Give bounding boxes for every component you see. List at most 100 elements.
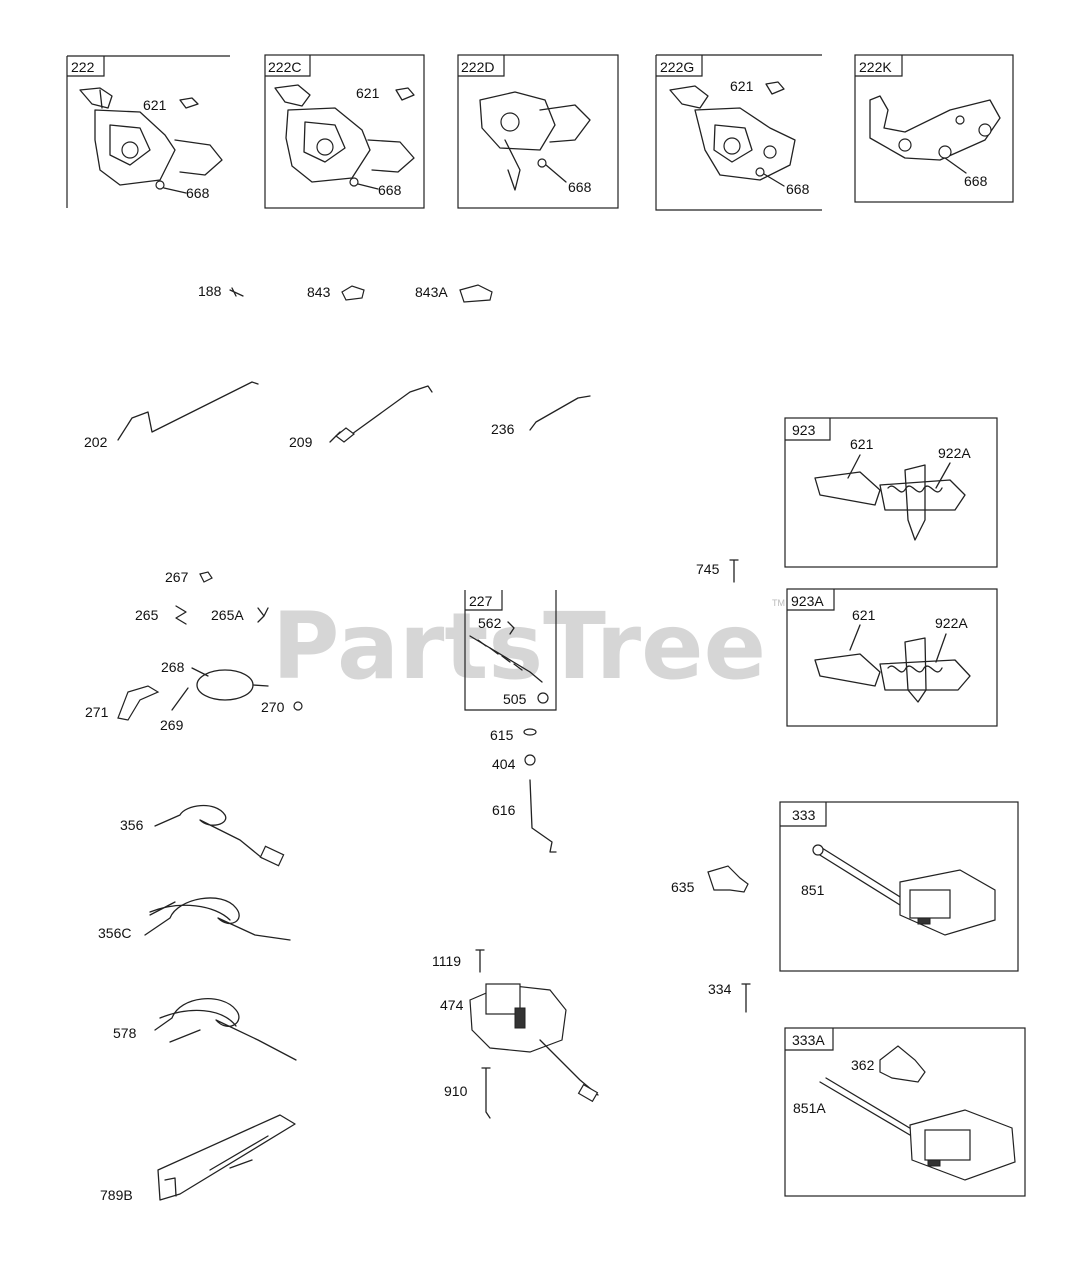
- label-922A: 922A: [935, 615, 968, 631]
- box-333A-title: 333A: [792, 1032, 825, 1048]
- label-562: 562: [478, 615, 502, 631]
- label-188: 188: [198, 283, 222, 299]
- part-843[interactable]: 843: [307, 284, 365, 301]
- label-202: 202: [84, 434, 108, 450]
- label-910: 910: [444, 1083, 468, 1099]
- box-333-title: 333: [792, 807, 816, 823]
- label-621: 621: [730, 78, 754, 94]
- part-267[interactable]: 267: [165, 569, 213, 585]
- part-356[interactable]: 356: [120, 804, 285, 867]
- ignition-coil-333A-icon: [819, 1077, 1016, 1181]
- label-356: 356: [120, 817, 144, 833]
- label-269: 269: [160, 717, 184, 733]
- label-578: 578: [113, 1025, 137, 1041]
- box-923[interactable]: 923 621 922A: [784, 417, 998, 568]
- watermark-text: PartsTree: [272, 593, 766, 700]
- part-265A[interactable]: 265A: [211, 607, 269, 623]
- label-635: 635: [671, 879, 695, 895]
- part-910[interactable]: 910: [444, 1067, 491, 1119]
- cap-362-icon: [879, 1045, 926, 1083]
- part-271[interactable]: 271: [85, 685, 160, 721]
- label-621: 621: [850, 436, 874, 452]
- part-268[interactable]: 268: [161, 659, 269, 701]
- label-474: 474: [440, 997, 464, 1013]
- box-222C-title: 222C: [268, 59, 301, 75]
- governor-923-icon: [814, 464, 966, 541]
- label-334: 334: [708, 981, 732, 997]
- part-188[interactable]: 188: [198, 283, 244, 299]
- harness-578-icon: [154, 998, 297, 1061]
- bracket-222K-icon: [869, 95, 1001, 161]
- box-923-title: 923: [792, 422, 816, 438]
- part-789B[interactable]: 789B: [100, 1114, 296, 1203]
- block-843A-icon: [459, 284, 493, 303]
- box-222-title: 222: [71, 59, 95, 75]
- part-843A[interactable]: 843A: [415, 284, 493, 303]
- box-227[interactable]: 227 562 505: [464, 590, 557, 711]
- label-668: 668: [964, 173, 988, 189]
- label-505: 505: [503, 691, 527, 707]
- part-615[interactable]: 615: [490, 727, 537, 743]
- label-362: 362: [851, 1057, 875, 1073]
- ignition-armature-474-icon: [469, 983, 599, 1103]
- screw-188-icon: [229, 287, 244, 297]
- part-1119[interactable]: 1119: [432, 949, 485, 973]
- box-222[interactable]: 222 621 668: [66, 55, 230, 208]
- part-270[interactable]: 270: [261, 699, 303, 715]
- part-578[interactable]: 578: [113, 998, 297, 1061]
- label-265: 265: [135, 607, 159, 623]
- label-668: 668: [568, 179, 592, 195]
- label-851A: 851A: [793, 1100, 826, 1116]
- box-222C[interactable]: 222C 621 668: [264, 54, 425, 209]
- label-268: 268: [161, 659, 185, 675]
- governor-923A-icon: [814, 637, 971, 703]
- box-222G[interactable]: 222G 621 668: [655, 54, 822, 211]
- ignition-coil-333-icon: [812, 844, 996, 936]
- label-267: 267: [165, 569, 189, 585]
- part-474[interactable]: 474: [440, 983, 599, 1103]
- part-635[interactable]: 635: [671, 865, 749, 895]
- part-745[interactable]: 745: [696, 559, 739, 583]
- nut-267-icon: [199, 571, 213, 583]
- label-615: 615: [490, 727, 514, 743]
- lever-271-icon: [117, 685, 160, 721]
- part-236[interactable]: 236: [491, 395, 591, 437]
- clip-621-icon: [765, 81, 785, 95]
- label-745: 745: [696, 561, 720, 577]
- box-333A[interactable]: 333A 362 851A: [784, 1027, 1026, 1197]
- wire-356-icon: [154, 804, 263, 859]
- label-265A: 265A: [211, 607, 244, 623]
- box-222K[interactable]: 222K 668: [854, 54, 1014, 203]
- label-843: 843: [307, 284, 331, 300]
- part-404[interactable]: 404: [492, 754, 536, 772]
- label-621: 621: [143, 97, 167, 113]
- label-668: 668: [378, 182, 402, 198]
- label-270: 270: [261, 699, 285, 715]
- label-789B: 789B: [100, 1187, 133, 1203]
- box-222D[interactable]: 222D 668: [457, 54, 619, 209]
- part-202[interactable]: 202: [84, 381, 259, 450]
- clip-621-icon: [179, 97, 199, 109]
- part-616[interactable]: 616: [492, 779, 557, 853]
- part-269[interactable]: 269: [160, 687, 189, 733]
- bracket-789B-icon: [157, 1114, 296, 1201]
- part-265[interactable]: 265: [135, 605, 187, 625]
- label-236: 236: [491, 421, 515, 437]
- clip-265A-icon: [257, 607, 269, 623]
- part-209[interactable]: 209: [289, 385, 433, 450]
- clip-265-icon: [175, 605, 187, 625]
- link-236-icon: [529, 395, 591, 431]
- box-923A[interactable]: 923A 621 922A: [786, 588, 998, 727]
- label-616: 616: [492, 802, 516, 818]
- spring-227-icon: [469, 635, 543, 683]
- block-843-icon: [341, 285, 365, 301]
- washer-615-icon: [523, 728, 537, 736]
- label-851: 851: [801, 882, 825, 898]
- carburetor-222-icon: [79, 87, 223, 190]
- part-334[interactable]: 334: [708, 981, 751, 1013]
- part-356C[interactable]: 356C: [98, 897, 291, 941]
- box-333[interactable]: 333 851: [779, 801, 1019, 972]
- link-202-icon: [117, 381, 259, 441]
- clip-621-icon: [395, 87, 415, 101]
